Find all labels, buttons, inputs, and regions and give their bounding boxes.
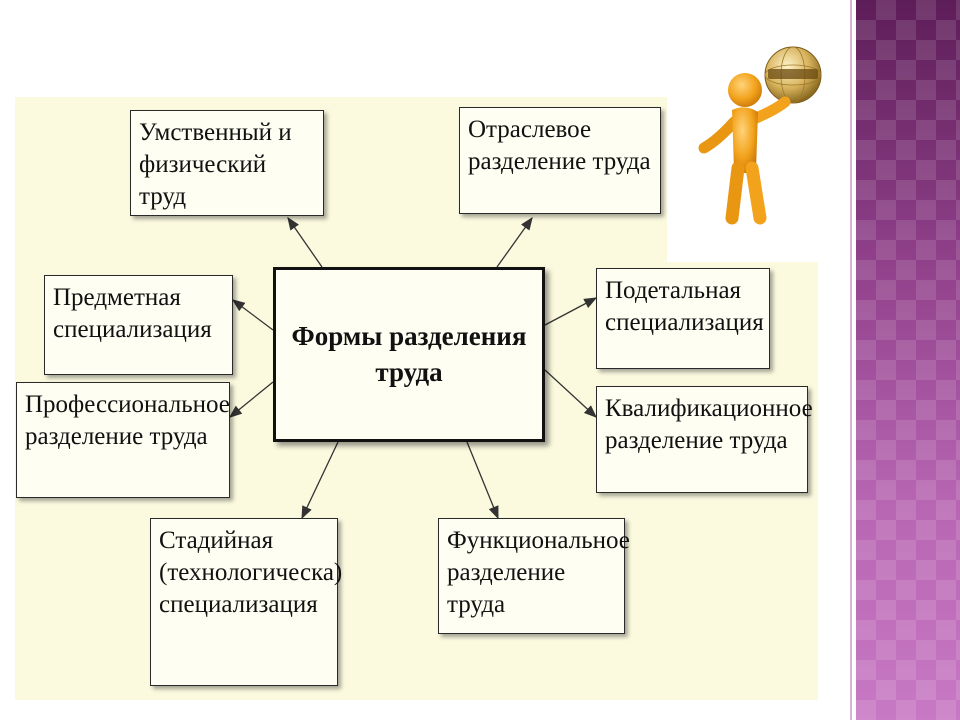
person-figure-icon: [698, 46, 822, 225]
arrow-to-qualification: [544, 369, 597, 418]
globe-icon: [764, 46, 822, 104]
arrow-to-functional: [466, 441, 499, 520]
arrow-to-subject: [231, 299, 274, 331]
slide-divider-line: [850, 0, 852, 720]
decorative-side-panel: [856, 0, 960, 720]
box-professional-division: Профессиональное разделение труда: [16, 382, 230, 498]
box-functional-division: Функциональное разделение труда: [438, 518, 630, 634]
center-box-forms-of-division: Формы разделения труда: [273, 267, 545, 442]
box-stage-specialization: Стадийная (технологическа) специализация: [150, 518, 342, 686]
arrow-to-sectoral: [496, 216, 533, 268]
box-mental-physical-labor: Умственный и физический труд: [130, 110, 324, 216]
box-subject-specialization: Предметная специализация: [44, 275, 233, 375]
arrow-to-professional: [228, 381, 274, 418]
box-qualification-division: Квалификационное разделение труда: [596, 386, 813, 493]
arrow-to-mental-physical: [287, 216, 323, 268]
arrow-to-stage: [301, 441, 339, 520]
arrow-to-detail: [544, 297, 598, 326]
box-detail-specialization: Подетальная специализация: [596, 268, 770, 369]
box-sectoral-division: Отраслевое разделение труда: [459, 107, 661, 214]
